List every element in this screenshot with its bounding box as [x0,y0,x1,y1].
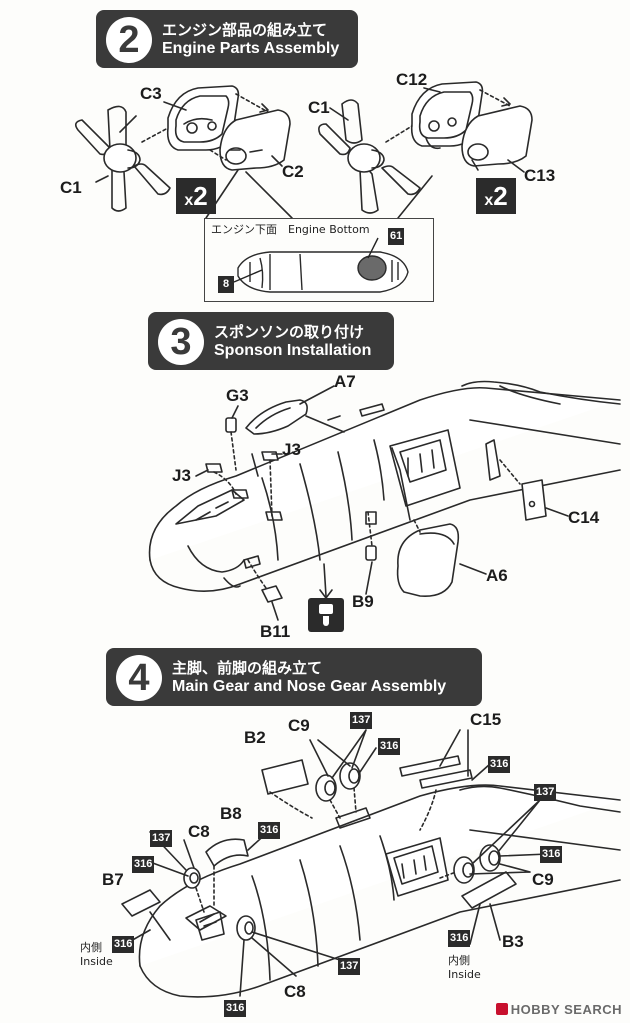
paint-code-137-d: 137 [338,958,361,975]
part-g3 [225,417,237,471]
label-b11: B11 [260,622,291,641]
fuselage-step3 [148,380,621,592]
paint-code-316-a: 316 [378,738,401,755]
label-c2: C2 [282,162,304,181]
part-c14 [499,459,547,521]
label-b8: B8 [220,804,242,823]
step-2-banner: 2 エンジン部品の組み立て Engine Parts Assembly [96,10,358,68]
multiplier-left: x2 [176,178,216,214]
glue-icon-tube [319,604,333,614]
label-g3: G3 [226,386,249,405]
watermark-mark-icon [495,1003,508,1015]
multiplier-right-n: 2 [493,181,508,211]
paint-code-316-d: 316 [540,846,563,863]
label-c9-right: C9 [532,870,554,889]
label-a7: A7 [334,372,356,391]
paint-code-137-c: 137 [150,830,173,847]
label-c1-left: C1 [60,178,82,197]
paint-code-316-h: 316 [224,1000,247,1017]
left-propeller [74,105,171,212]
watermark-logo: HOBBY SEARCH [495,1002,622,1017]
part-b9 [365,511,377,561]
paint-code-137-a: 137 [350,712,373,729]
step-2-title-jp: エンジン部品の組み立て [162,21,328,39]
step-4-number: 4 [116,655,162,701]
engine-bottom-inset-drawing [233,237,409,293]
paint-code-316-f: 316 [112,936,135,953]
label-c9-top: C9 [288,716,310,735]
label-c3: C3 [140,84,162,103]
step-3-title-jp: スポンソンの取り付け [214,323,365,341]
part-b2 [261,759,313,819]
label-b2: B2 [244,728,266,747]
part-a7-fairing [245,399,308,435]
label-c14: C14 [568,508,600,527]
part-j3-a [205,463,237,495]
right-propeller [318,99,421,214]
part-b11 [243,555,283,603]
paint-code-316-c: 316 [258,822,281,839]
label-c15: C15 [470,710,502,729]
glue-icon [308,598,344,632]
step-3-banner: 3 スポンソンの取り付け Sponson Installation [148,312,394,370]
step-4-title-jp: 主脚、前脚の組み立て [172,659,323,677]
step-2-number: 2 [106,17,152,63]
label-j3-right: J3 [282,440,301,459]
label-c8-upper: C8 [188,822,210,841]
right-nacelle-front [410,81,484,150]
paint-code-316-g: 316 [448,930,471,947]
paint-code-8: 8 [218,276,234,293]
part-a6-sponson [396,519,460,598]
label-c8-lower: C8 [284,982,306,1001]
engine-bottom-inset: エンジン下面 Engine Bottom [204,218,434,302]
multiplier-left-x: x [184,192,194,209]
step-3-title-en: Sponson Installation [214,342,372,359]
right-nacelle-rear [461,105,533,167]
part-b3 [461,871,517,909]
paint-code-316-e: 316 [132,856,155,873]
part-c8-lower-wheel [236,915,256,941]
multiplier-left-n: 2 [193,181,208,211]
step-3-number: 3 [158,319,204,365]
label-c1-right: C1 [308,98,330,117]
part-b7 [121,889,171,941]
paint-code-61: 61 [388,228,405,245]
left-nacelle-rear [219,109,291,171]
label-c13: C13 [524,166,556,185]
label-b7: B7 [102,870,124,889]
label-b9: B9 [352,592,374,611]
label-b3: B3 [502,932,524,951]
multiplier-right: x2 [476,178,516,214]
multiplier-right-x: x [484,192,494,209]
step-4-banner: 4 主脚、前脚の組み立て Main Gear and Nose Gear Ass… [106,648,482,706]
fuselage-step4 [138,784,621,998]
step-4-title-en: Main Gear and Nose Gear Assembly [172,678,447,695]
part-c9-main-wheels [315,762,361,819]
part-c15-doors [399,755,473,831]
paint-code-316-b: 316 [488,756,511,773]
step-2-title-en: Engine Parts Assembly [162,40,340,57]
part-c8-nose-wheel [183,867,205,913]
inside-jp-right: 内側 [448,954,470,967]
inside-en-right: Inside [448,968,481,981]
glue-icon-drop [323,616,329,626]
part-b8 [205,838,249,907]
inset-title: エンジン下面 Engine Bottom [211,223,370,236]
label-a6: A6 [486,566,508,585]
inside-jp-left: 内側 [80,941,102,954]
watermark-text: HOBBY SEARCH [510,1002,622,1017]
label-c12: C12 [396,70,428,89]
label-j3-left: J3 [172,466,191,485]
inside-en-left: Inside [80,955,113,968]
paint-code-137-b: 137 [534,784,557,801]
